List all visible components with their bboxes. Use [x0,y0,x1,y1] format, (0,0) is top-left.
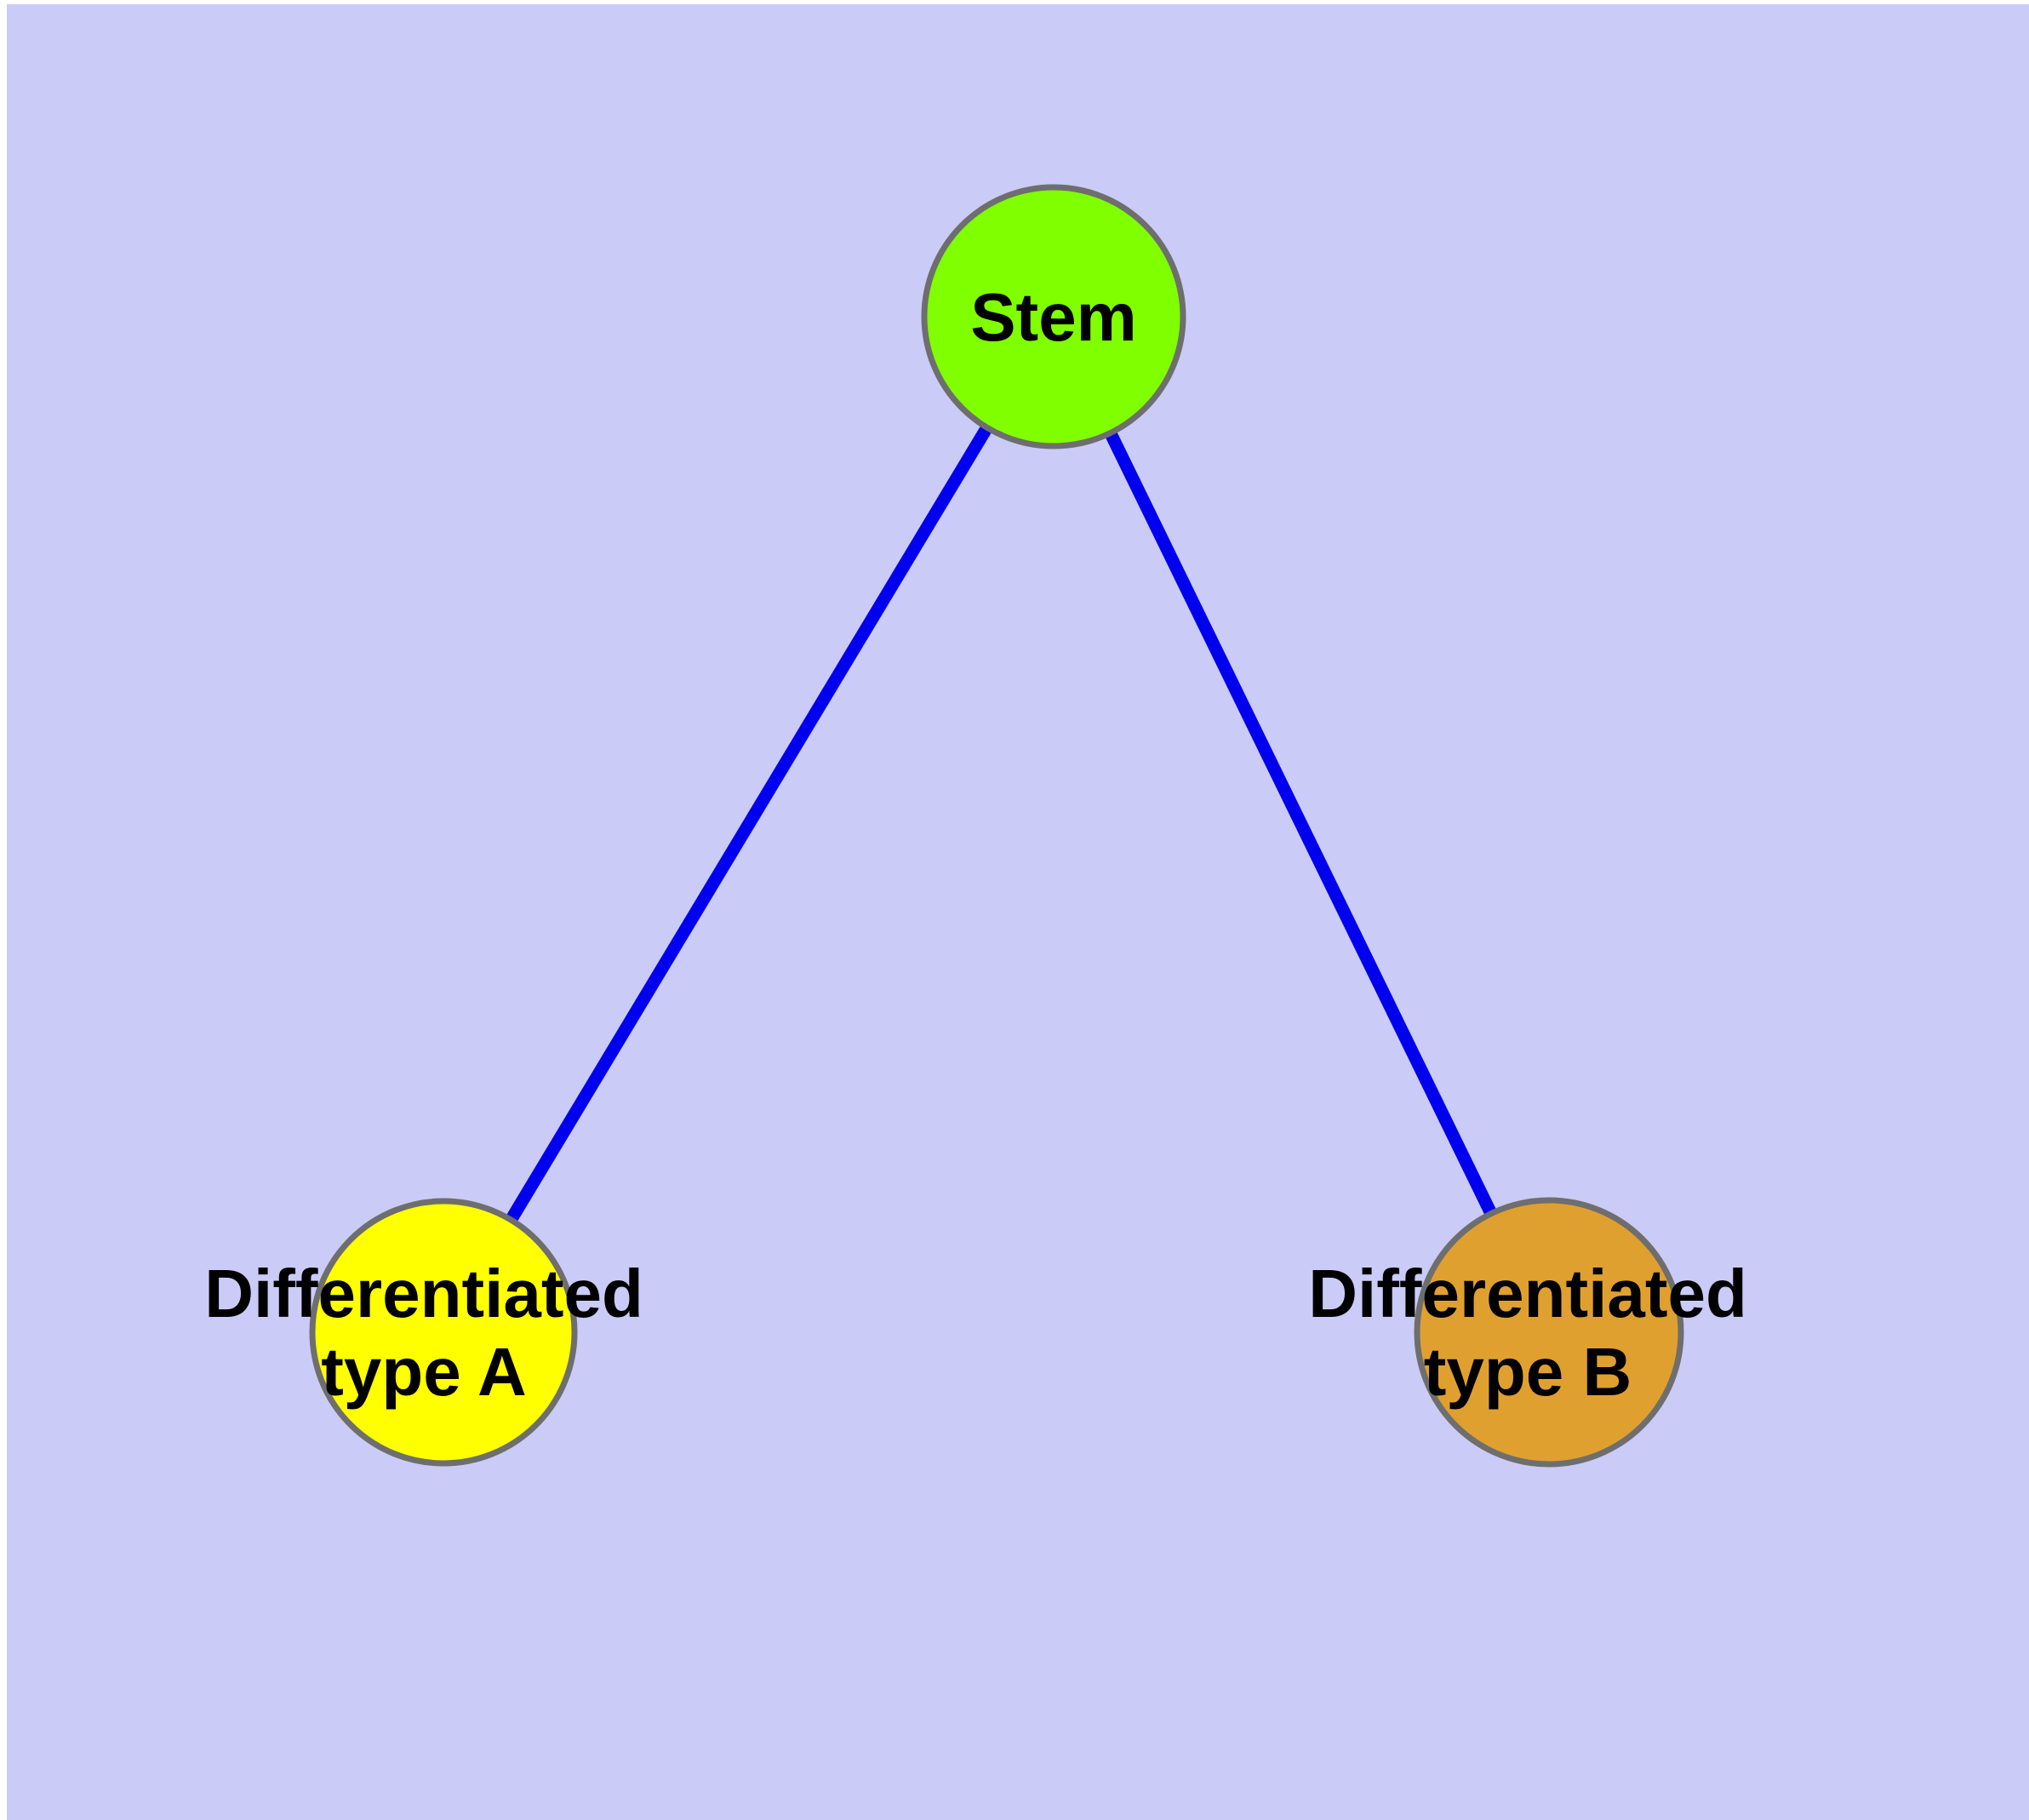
label-line: Differentiated [1308,1256,1747,1331]
label-line: Differentiated [204,1256,643,1331]
graph-node-label-stem: Stem [970,279,1137,355]
graph-edge-stem-diff_b [1103,426,1499,1220]
edges-layer [503,421,1499,1227]
label-line: type B [1424,1334,1632,1410]
graph-node-diff_a[interactable] [309,1198,578,1467]
graph-node-diff_b[interactable] [1414,1197,1684,1468]
graph-edge-stem-diff_a [503,421,995,1227]
nodes-layer [309,184,1684,1468]
graph-node-stem[interactable] [921,184,1186,449]
label-line: Stem [970,279,1137,355]
label-line: type A [321,1334,527,1410]
